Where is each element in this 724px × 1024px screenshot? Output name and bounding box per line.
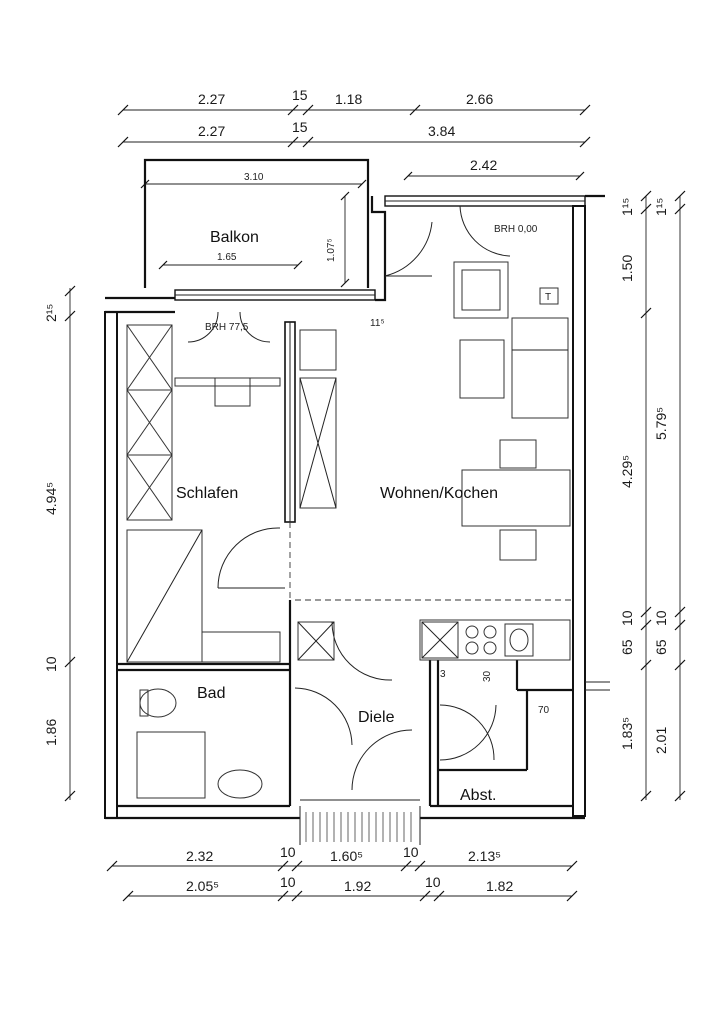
dim-top-2-c: 3.84: [428, 123, 455, 139]
outer-walls: [104, 194, 610, 845]
dim-bottom-2-e: 1.82: [486, 878, 513, 894]
left-dimensions: 2¹⁵ 4.94⁵ 10 1.86: [43, 285, 76, 802]
balkon-width: 3.10: [244, 172, 264, 183]
dim-left-a: 2¹⁵: [43, 304, 59, 322]
room-label-schlafen: Schlafen: [176, 485, 238, 502]
interior-walls: [117, 321, 573, 806]
brh-balkon: BRH 77,5: [205, 322, 249, 333]
dim-right-inner-d: 10: [619, 610, 635, 626]
kitchen-30: 30: [482, 670, 493, 682]
dim-top-1-a: 2.27: [198, 91, 225, 107]
dim-bottom-2-b: 10: [280, 874, 296, 890]
dim-bottom-1-e: 2.13⁵: [468, 848, 501, 864]
furniture: T: [126, 261, 571, 799]
dim-left-d: 1.86: [43, 719, 59, 746]
dim-bottom-1-b: 10: [280, 844, 296, 860]
balkon-inner: 1.65: [217, 252, 237, 263]
dim-window-wohnen: 2.42: [470, 157, 497, 173]
dim-right-inner-a: 1¹⁵: [619, 198, 635, 216]
annotations: BRH 77,5 BRH 0,00 11⁵ 3 30 70: [205, 224, 550, 716]
dim-right-inner-f: 1.83⁵: [619, 717, 635, 750]
top-dimensions: 2.27 15 1.18 2.66 2.27 15 3.84 2.42: [117, 87, 591, 181]
room-label-diele: Diele: [358, 709, 395, 726]
wall-3: 3: [440, 669, 446, 680]
dim-right-inner-c: 4.29⁵: [619, 455, 635, 488]
dim-bottom-1-a: 2.32: [186, 848, 213, 864]
wall-115: 11⁵: [370, 318, 385, 329]
bottom-dimensions: 2.32 10 1.60⁵ 10 2.13⁵ 2.05⁵ 10 1.92 10 …: [106, 844, 578, 902]
fridge-t: T: [545, 292, 551, 303]
dim-bottom-2-c: 1.92: [344, 878, 371, 894]
dim-right-outer-a: 1¹⁵: [653, 198, 669, 216]
room-label-bad: Bad: [197, 685, 225, 702]
dim-top-2-a: 2.27: [198, 123, 225, 139]
balkon: 3.10 1.65 1.07⁵ Balkon: [140, 158, 370, 288]
balkon-depth: 1.07⁵: [326, 238, 337, 262]
room-labels: Schlafen Wohnen/Kochen Bad Diele Abst.: [176, 485, 498, 804]
dim-right-outer-c: 10: [653, 610, 669, 626]
dim-right-inner-b: 1.50: [619, 255, 635, 282]
dim-bottom-1-c: 1.60⁵: [330, 848, 363, 864]
entrance-hatch: [305, 812, 412, 842]
dim-left-c: 10: [43, 656, 59, 672]
doors: [187, 205, 511, 791]
dim-right-outer-b: 5.79⁵: [653, 407, 669, 440]
dim-right-inner-e: 65: [619, 639, 635, 655]
dim-top-1-b: 15: [292, 87, 308, 103]
dim-right-outer-d: 65: [653, 639, 669, 655]
dim-top-2-b: 15: [292, 119, 308, 135]
dim-top-1-d: 2.66: [466, 91, 493, 107]
dim-top-1-c: 1.18: [335, 91, 362, 107]
dim-right-outer-e: 2.01: [653, 727, 669, 754]
wardrobe-cross-line: [126, 324, 173, 391]
room-label-balkon: Balkon: [210, 229, 259, 246]
right-dimensions: 1¹⁵ 1.50 4.29⁵ 10 65 1.83⁵ 1¹⁵ 5.79⁵ 10 …: [619, 190, 686, 802]
room-label-wohnen: Wohnen/Kochen: [380, 485, 498, 502]
brh-wohnen: BRH 0,00: [494, 224, 538, 235]
abst-70: 70: [538, 705, 550, 716]
wardrobe-cross-line: [126, 389, 173, 456]
wardrobe-cross-line: [126, 454, 173, 521]
dim-bottom-1-d: 10: [403, 844, 419, 860]
dim-bottom-2-d: 10: [425, 874, 441, 890]
room-label-abst: Abst.: [460, 787, 496, 804]
dim-bottom-2-a: 2.05⁵: [186, 878, 219, 894]
dim-left-b: 4.94⁵: [43, 482, 59, 515]
